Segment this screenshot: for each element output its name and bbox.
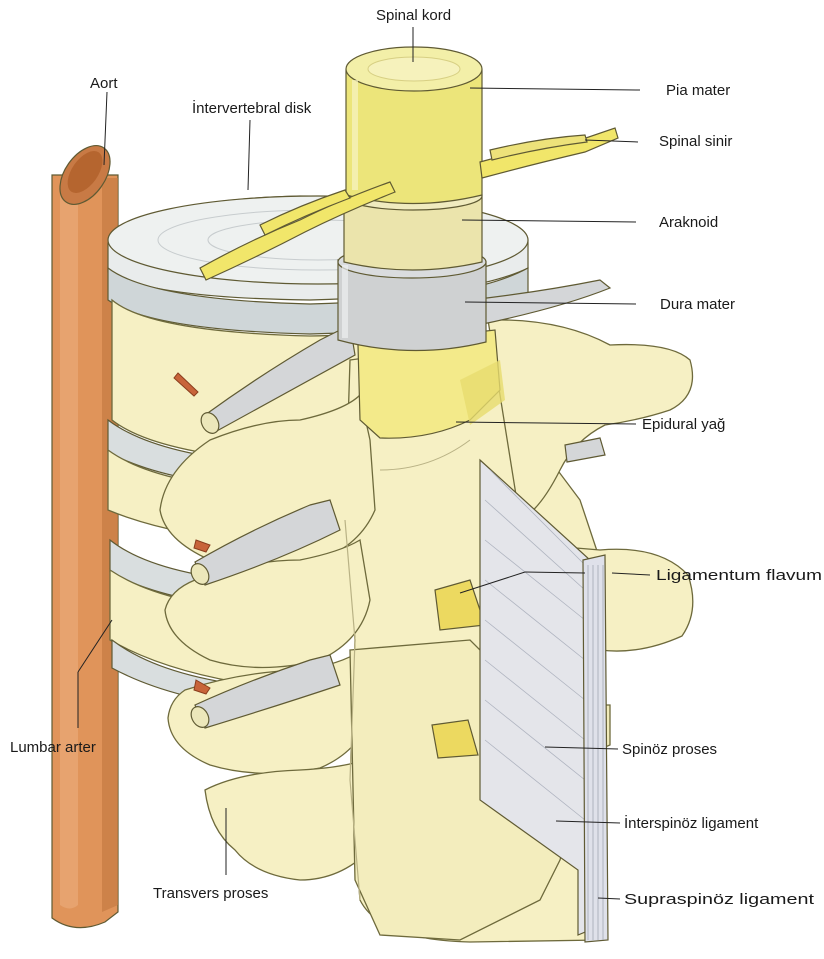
label-araknoid: Araknoid [659, 214, 718, 231]
label-lumbar-arter: Lumbar arter [10, 739, 96, 756]
label-spinoz-proses: Spinöz proses [622, 741, 717, 758]
label-dura-mater: Dura mater [660, 296, 735, 313]
label-epidural-yag: Epidural yağ [642, 416, 725, 433]
label-spinal-sinir: Spinal sinir [659, 133, 732, 150]
label-interspinoz-ligament: İnterspinöz ligament [624, 814, 759, 832]
label-pia-mater: Pia mater [666, 82, 730, 99]
label-ligamentum-flavum: Ligamentum flavum [656, 567, 822, 584]
label-transvers-proses: Transvers proses [153, 885, 268, 902]
label-aort: Aort [90, 75, 118, 92]
label-supraspinoz-ligament: Supraspinöz ligament [624, 891, 815, 908]
label-spinal-kord: Spinal kord [376, 7, 451, 24]
label-intervertebral-disk: İntervertebral disk [192, 99, 312, 117]
